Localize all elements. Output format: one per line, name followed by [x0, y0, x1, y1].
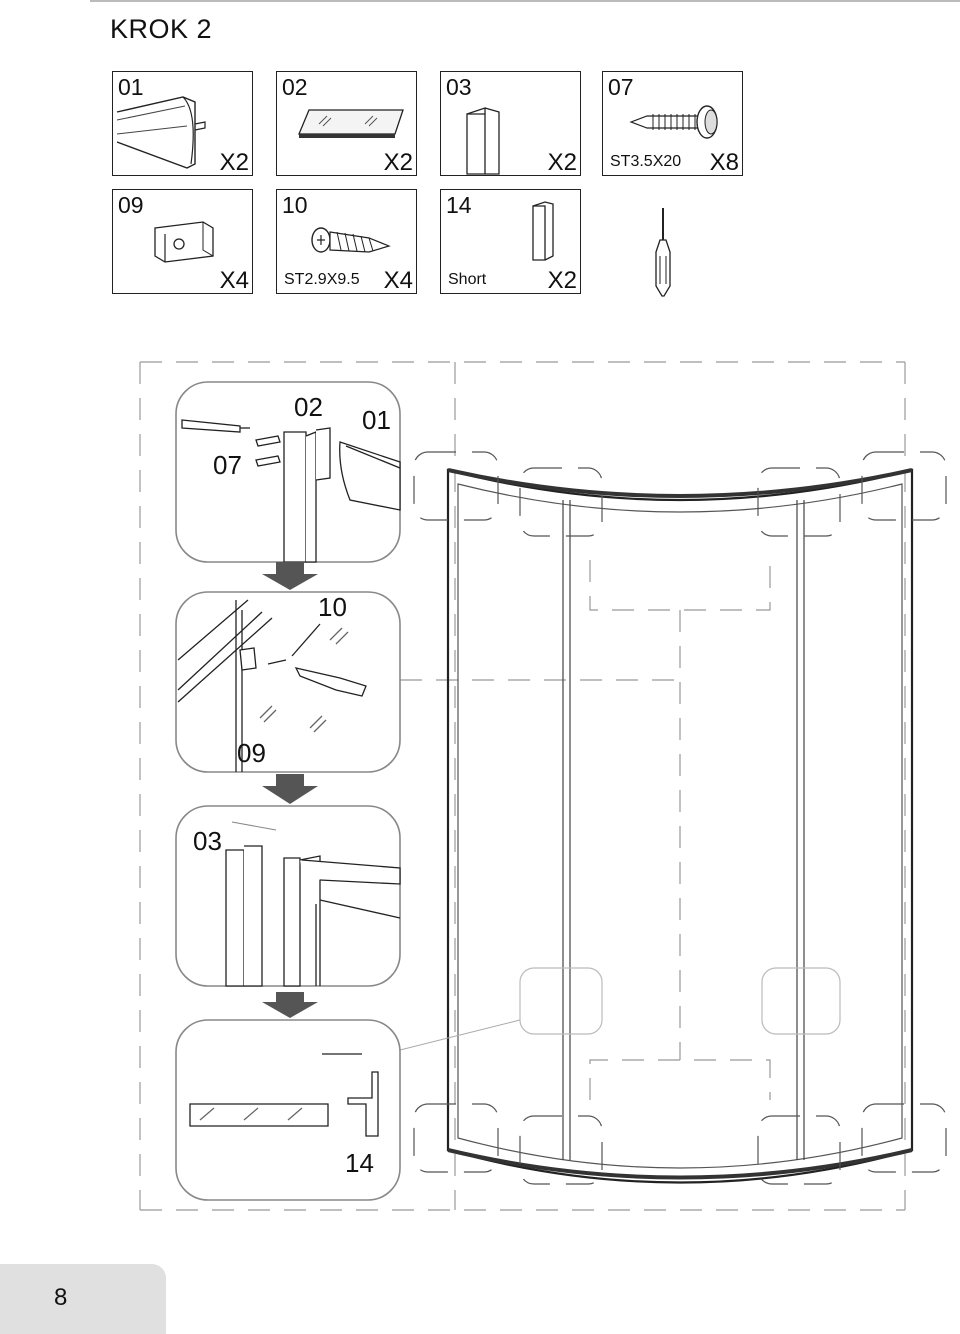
part-number: 10 [282, 192, 308, 218]
part-number: 02 [282, 74, 308, 100]
page-number-tab: 8 [0, 1264, 166, 1334]
part-quantity: X2 [547, 267, 577, 294]
part-quantity: X2 [547, 149, 577, 176]
top-rule [90, 0, 960, 2]
part-quantity: X2 [383, 149, 413, 176]
part-number: 01 [118, 74, 144, 100]
short-profile-icon [532, 201, 554, 261]
profile-icon [116, 96, 206, 169]
callout-part-01: 01 [362, 405, 391, 435]
part-09: 09 X4 [112, 189, 253, 294]
part-03: 03 X2 [440, 71, 581, 176]
part-01: 01 X2 [112, 71, 253, 176]
callout-part-14: 14 [345, 1148, 374, 1178]
small-screw-icon [311, 227, 391, 253]
page-number: 8 [54, 1284, 68, 1311]
part-14: 14 Short X2 [440, 189, 581, 294]
part-number: 09 [118, 192, 144, 218]
part-number: 14 [446, 192, 472, 218]
part-10: 10 ST2.9X9.5 X4 [276, 189, 417, 294]
callout-part-03: 03 [193, 826, 222, 856]
clip-icon [154, 221, 214, 263]
screw-icon [629, 105, 718, 139]
part-quantity: X4 [219, 267, 249, 294]
part-quantity: X4 [383, 267, 413, 294]
callout-part-07: 07 [213, 450, 242, 480]
callout-part-10: 10 [318, 592, 347, 622]
part-spec: ST2.9X9.5 [284, 271, 360, 288]
part-quantity: X8 [709, 149, 739, 176]
part-02: 02 X2 [276, 71, 417, 176]
callout-part-02: 02 [294, 392, 323, 422]
u-profile-icon [466, 107, 500, 175]
part-spec: Short [448, 271, 487, 288]
page-title: KROK 2 [110, 14, 213, 44]
part-number: 07 [608, 74, 634, 100]
arrow-down-icon [262, 562, 318, 1018]
glass-icon [298, 109, 404, 138]
part-spec: ST3.5X20 [610, 153, 682, 170]
part-07: 07 ST3.5X20 X8 [602, 71, 743, 176]
part-number: 03 [446, 74, 472, 100]
callout-part-09: 09 [237, 738, 266, 768]
part-quantity: X2 [219, 149, 249, 176]
